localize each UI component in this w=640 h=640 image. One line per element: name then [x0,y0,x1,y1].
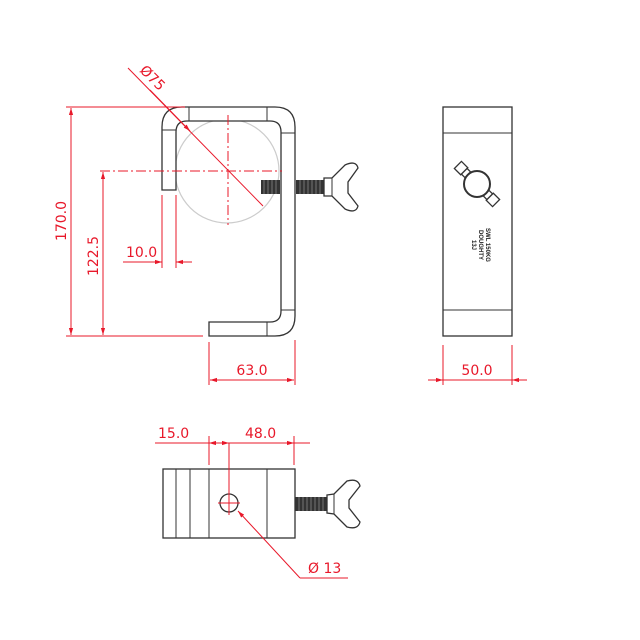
wing-nut [323,162,359,212]
dim-width: 63.0 [236,363,267,379]
dim-pipe-diameter: Ø75 [136,63,168,95]
side-dim-width: 50.0 [461,363,492,379]
side-view: 13J DOUGHTY SWL 150KG 50.0 [428,106,527,385]
dim-offset: 15.0 [158,426,189,442]
dim-height: 170.0 [54,201,70,241]
wing-nut-end [453,160,501,208]
dim-length: 48.0 [245,426,276,442]
dim-center-height: 122.5 [86,236,102,276]
svg-text:SWL 150KG: SWL 150KG [484,228,490,262]
svg-text:DOUGHTY: DOUGHTY [477,230,483,260]
dim-lip: 10.0 [126,245,157,261]
svg-text:13J: 13J [470,240,476,250]
front-view: Ø75 170.0 122.5 10.0 63.0 [54,63,359,385]
marking-text: 13J DOUGHTY SWL 150KG [470,228,490,262]
dim-hole-diameter: Ø 13 [308,561,341,577]
bolt [261,180,324,194]
top-view: 15.0 48.0 Ø 13 [155,426,361,579]
top-bolt [295,479,361,529]
